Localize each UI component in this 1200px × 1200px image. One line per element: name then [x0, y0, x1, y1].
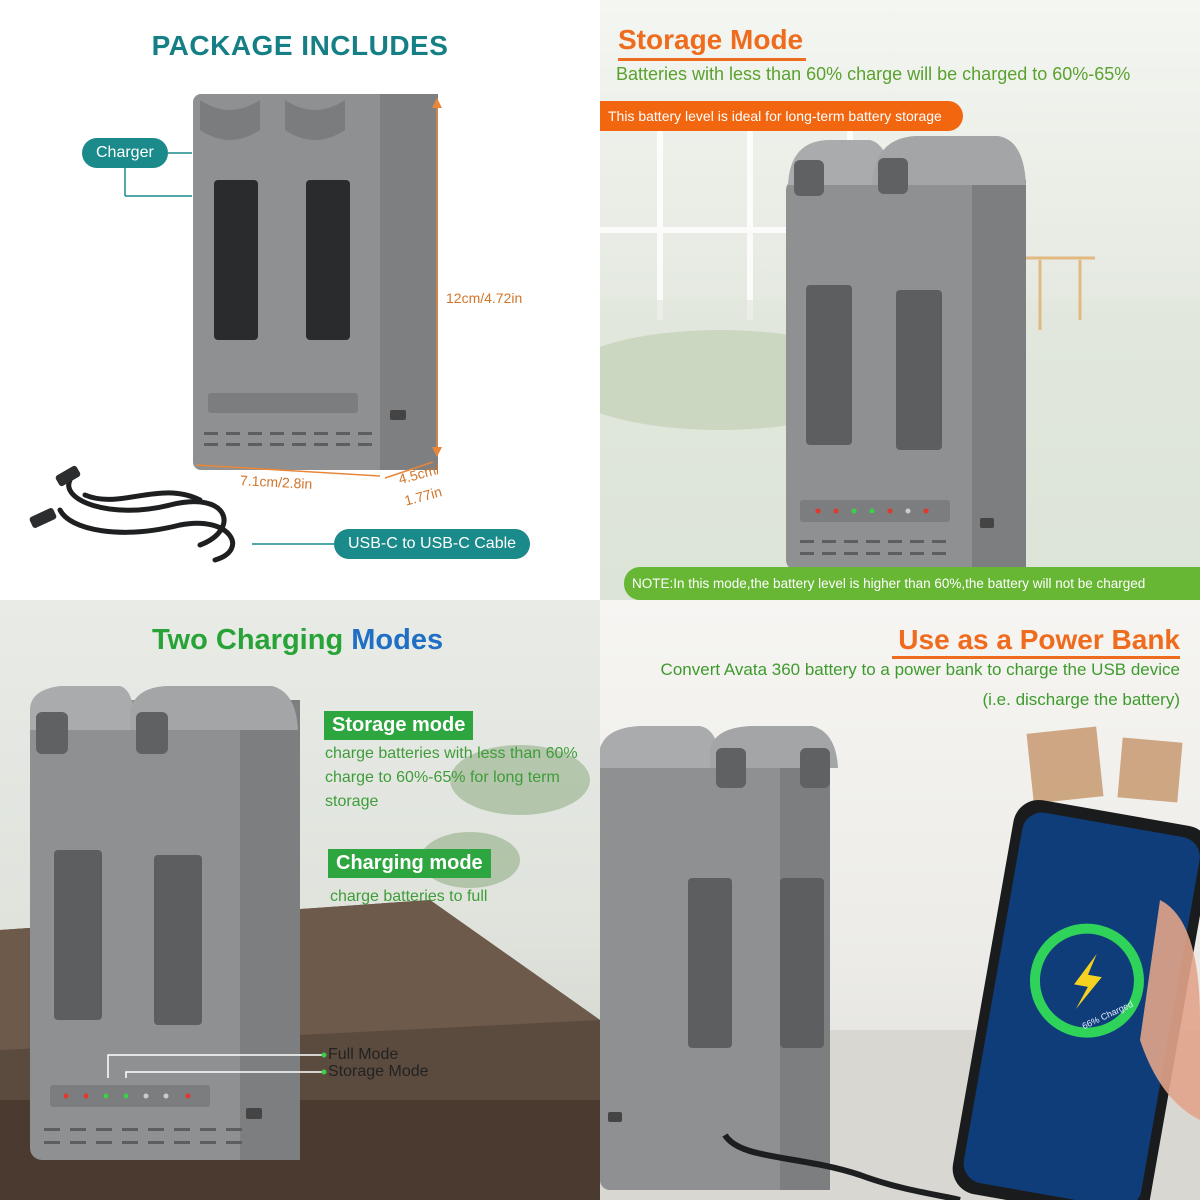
storage-note: NOTE:In this mode,the battery level is h…: [624, 567, 1200, 600]
power-bank-scene: [600, 726, 1200, 1200]
cable-label: USB-C to USB-C Cable: [334, 529, 531, 559]
panel-storage-mode: Storage Mode Batteries with less than 60…: [600, 0, 1200, 600]
title-green-part: Two Charging: [152, 624, 352, 656]
panel-power-bank: Use as a Power Bank Convert Avata 360 ba…: [600, 600, 1200, 1200]
storage-mode-desc-3: storage: [325, 793, 379, 810]
charging-mode-pill: Charging mode: [328, 849, 491, 878]
charger-label: Charger: [82, 138, 168, 168]
two-modes-title: Two Charging Modes: [152, 624, 443, 657]
two-modes-scene: [0, 686, 600, 1200]
legend-storage-mode: Storage Mode: [328, 1063, 429, 1080]
title-blue-part: Modes: [351, 624, 444, 656]
panel-package-includes: PACKAGE INCLUDES Charger 12cm/4.72in 7.1…: [0, 0, 600, 600]
storage-mode-scene: [600, 130, 1200, 600]
storage-banner: This battery level is ideal for long-ter…: [600, 101, 963, 131]
panel-two-modes: Two Charging Modes Storage mode charge b…: [0, 600, 600, 1200]
height-dimension: 12cm/4.72in: [446, 290, 523, 306]
power-bank-subtitle-2: (i.e. discharge the battery): [982, 690, 1180, 709]
charging-mode-desc: charge batteries to full: [330, 888, 488, 905]
storage-mode-title: Storage Mode: [618, 24, 804, 55]
storage-mode-desc-1: charge batteries with less than 60%: [325, 745, 578, 762]
legend-full-mode: Full Mode: [328, 1046, 399, 1063]
package-illustration: [29, 94, 442, 563]
title-underline: [892, 656, 1180, 659]
power-bank-subtitle: Convert Avata 360 battery to a power ban…: [660, 660, 1180, 679]
storage-mode-desc-2: charge to 60%-65% for long term: [325, 769, 560, 786]
page-title: PACKAGE INCLUDES: [151, 30, 449, 61]
storage-mode-subtitle: Batteries with less than 60% charge will…: [616, 64, 1131, 84]
title-underline: [618, 58, 806, 61]
storage-mode-pill: Storage mode: [324, 711, 474, 740]
power-bank-title: Use as a Power Bank: [898, 624, 1180, 655]
